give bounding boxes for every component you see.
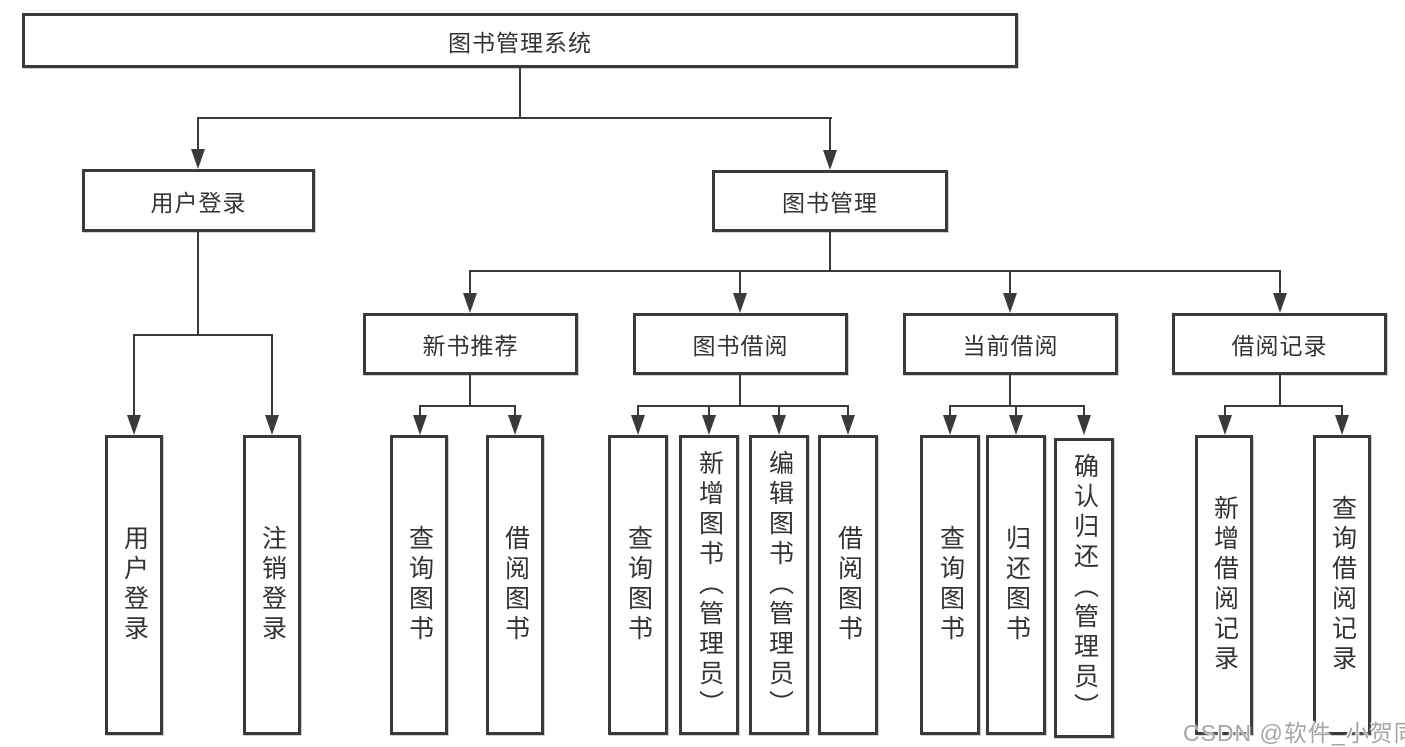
connector-stem xyxy=(469,270,471,293)
leaf-borrow-query-books: 查询图书 xyxy=(608,435,668,735)
connector-bookborrow-stem xyxy=(739,375,741,406)
arrowhead-icon xyxy=(1335,415,1349,435)
connector-currentborrow-branch xyxy=(950,405,1085,407)
node-current-borrow: 当前借阅 xyxy=(903,313,1118,375)
node-library-management-system: 图书管理系统 xyxy=(22,13,1018,68)
leaf-current-return-books: 归还图书 xyxy=(986,435,1046,735)
arrowhead-icon xyxy=(1003,293,1017,313)
connector-bookborrow-branch xyxy=(638,405,849,407)
connector-stem xyxy=(949,405,951,415)
connector-stem xyxy=(271,334,273,415)
arrowhead-icon xyxy=(1009,415,1023,435)
connector-stem xyxy=(514,405,516,415)
arrowhead-icon xyxy=(1273,293,1287,313)
arrowhead-icon xyxy=(1077,415,1091,435)
arrowhead-icon xyxy=(413,415,427,435)
connector-records-branch xyxy=(1224,405,1343,407)
connector-stem xyxy=(1083,405,1085,415)
connector-stem xyxy=(133,334,135,415)
leaf-current-confirm-return-admin: 确认归还（管理员） xyxy=(1054,438,1114,738)
connector-stem xyxy=(1224,405,1226,415)
connector-stem xyxy=(1015,405,1017,415)
connector-stem xyxy=(197,117,199,149)
arrowhead-icon xyxy=(841,415,855,435)
connector-stem xyxy=(829,117,831,150)
connector-bookmgmt-branch xyxy=(470,270,1281,272)
arrowhead-icon xyxy=(702,415,716,435)
connector-bookmgmt-stem xyxy=(829,232,831,271)
arrowhead-icon xyxy=(265,415,279,435)
connector-stem xyxy=(1009,270,1011,293)
leaf-borrow-add-books-admin: 新增图书（管理员） xyxy=(679,435,739,735)
arrowhead-icon xyxy=(823,150,837,170)
arrowhead-icon xyxy=(772,415,786,435)
connector-stem xyxy=(419,405,421,415)
connector-userlogin-stem xyxy=(197,232,199,335)
connector-stem xyxy=(1279,270,1281,293)
connector-newbook-stem xyxy=(469,375,471,406)
connector-currentborrow-stem xyxy=(1009,375,1011,406)
leaf-records-query-record: 查询借阅记录 xyxy=(1313,435,1371,735)
node-new-book-recommend: 新书推荐 xyxy=(363,313,578,375)
leaf-user-login: 用户登录 xyxy=(105,435,163,735)
connector-root-branch xyxy=(197,117,832,119)
connector-stem xyxy=(637,405,639,415)
leaf-borrow-borrow-books: 借阅图书 xyxy=(818,435,878,735)
connector-records-stem xyxy=(1279,375,1281,406)
leaf-newbook-borrow-books: 借阅图书 xyxy=(486,435,544,735)
arrowhead-icon xyxy=(127,415,141,435)
arrowhead-icon xyxy=(943,415,957,435)
node-book-borrow: 图书借阅 xyxy=(633,313,848,375)
connector-newbook-branch xyxy=(419,405,516,407)
arrowhead-icon xyxy=(508,415,522,435)
leaf-records-add-record: 新增借阅记录 xyxy=(1195,435,1253,735)
arrowhead-icon xyxy=(191,149,205,169)
connector-stem xyxy=(708,405,710,415)
node-user-login: 用户登录 xyxy=(82,169,315,232)
connector-stem xyxy=(1341,405,1343,415)
connector-stem xyxy=(847,405,849,415)
connector-root-stem xyxy=(519,68,521,118)
arrowhead-icon xyxy=(733,293,747,313)
node-borrow-records: 借阅记录 xyxy=(1172,313,1387,375)
leaf-borrow-edit-books-admin: 编辑图书（管理员） xyxy=(749,435,809,735)
leaf-current-query-books: 查询图书 xyxy=(920,435,980,735)
arrowhead-icon xyxy=(463,293,477,313)
connector-userlogin-branch xyxy=(133,334,273,336)
node-book-management: 图书管理 xyxy=(712,170,948,232)
connector-stem xyxy=(778,405,780,415)
csdn-watermark: CSDN @软件_小贺同学 xyxy=(1183,720,1405,746)
arrowhead-icon xyxy=(631,415,645,435)
leaf-newbook-query-books: 查询图书 xyxy=(390,435,448,735)
connector-stem xyxy=(739,270,741,293)
arrowhead-icon xyxy=(1218,415,1232,435)
leaf-logout: 注销登录 xyxy=(243,435,301,735)
